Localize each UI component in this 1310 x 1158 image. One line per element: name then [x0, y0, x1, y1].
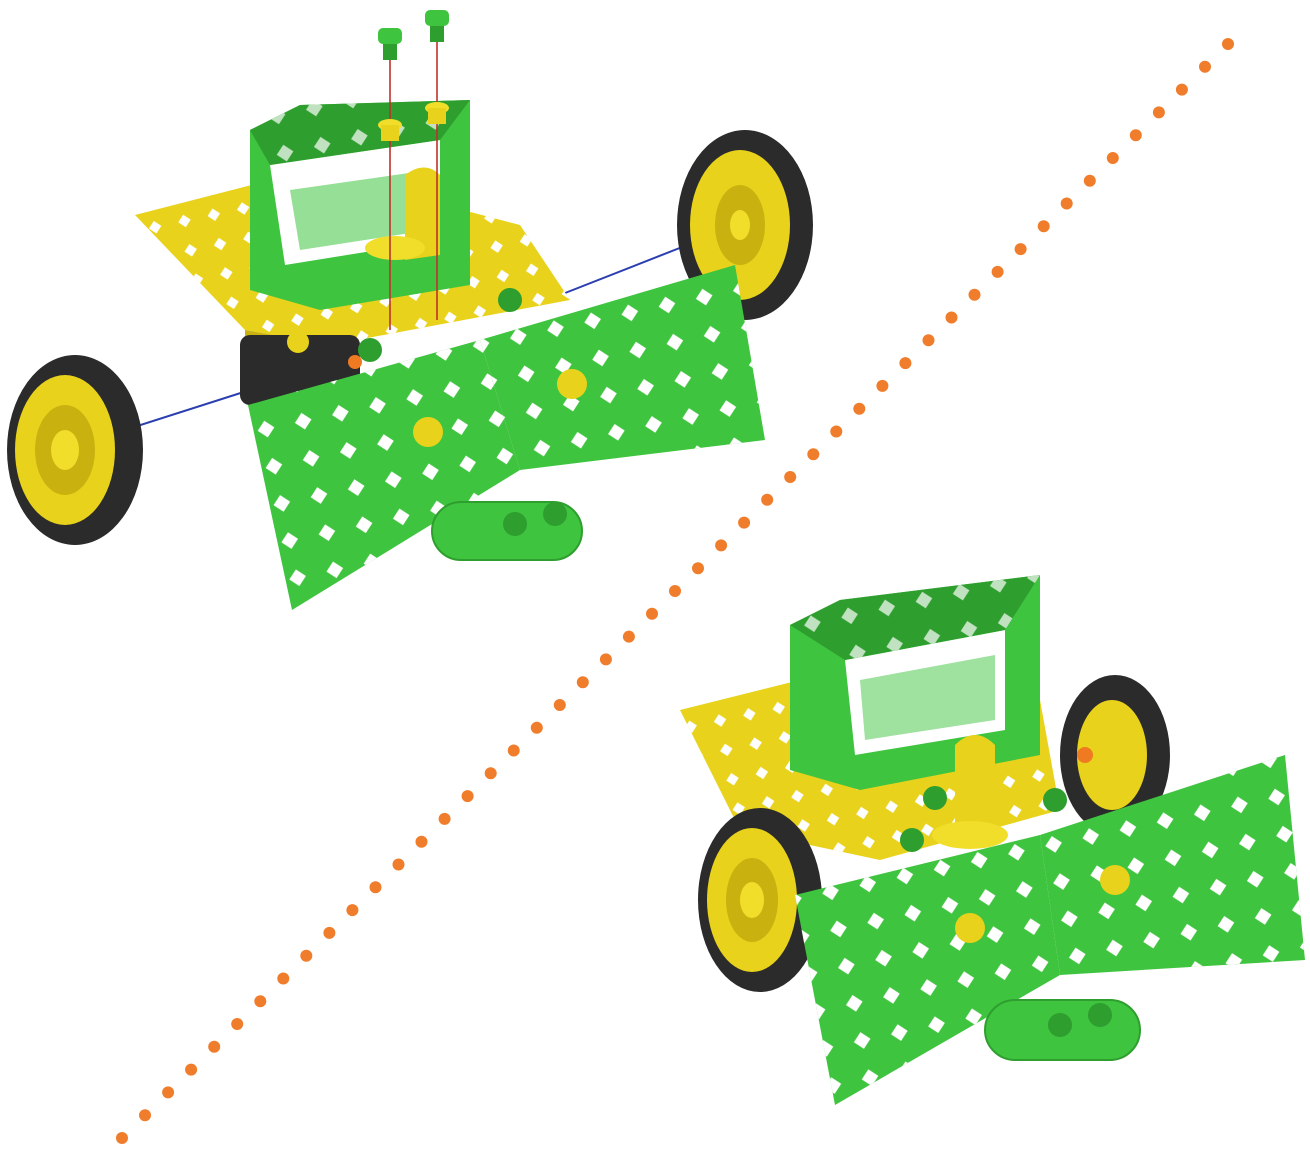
divider-dot [1038, 220, 1050, 232]
divider-dot [1061, 198, 1073, 210]
divider-dot [1199, 61, 1211, 73]
divider-dot [946, 312, 958, 324]
divider-dot [577, 676, 589, 688]
divider-dot [715, 539, 727, 551]
yellow-bolt [413, 417, 443, 447]
left-wheel [7, 355, 143, 545]
yellow-washer [425, 102, 449, 124]
divider-dot [208, 1041, 220, 1053]
divider-dot [1176, 84, 1188, 96]
green-stud [358, 338, 382, 362]
green-screw [378, 28, 402, 60]
hinge-pin [1088, 1003, 1112, 1027]
divider-dot [231, 1018, 243, 1030]
yellow-bolt [955, 913, 985, 943]
divider-dot [923, 334, 935, 346]
divider-dot [300, 950, 312, 962]
divider-dot [462, 790, 474, 802]
divider-dot [807, 448, 819, 460]
divider-dot [1222, 38, 1234, 50]
divider-dot [254, 995, 266, 1007]
divider-dot [692, 562, 704, 574]
divider-dot [277, 973, 289, 985]
completed-assembly-step [680, 575, 1305, 1105]
yellow-washer [378, 119, 402, 141]
divider-dot [761, 494, 773, 506]
divider-dot [992, 266, 1004, 278]
yellow-stud [287, 331, 309, 353]
axle-guide-line-left [125, 390, 250, 430]
divider-dot [1084, 175, 1096, 187]
green-stud [1043, 788, 1067, 812]
divider-dot [185, 1064, 197, 1076]
divider-dot [784, 471, 796, 483]
divider-dot [439, 813, 451, 825]
divider-dot [600, 653, 612, 665]
orange-pin [348, 355, 362, 369]
green-stud [923, 786, 947, 810]
divider-dot [623, 631, 635, 643]
divider-dot [738, 517, 750, 529]
divider-dot [508, 745, 520, 757]
divider-dot [116, 1132, 128, 1144]
green-stud [900, 828, 924, 852]
divider-dot [646, 608, 658, 620]
divider-dot [1015, 243, 1027, 255]
hinge-pin [503, 512, 527, 536]
green-stud [498, 288, 522, 312]
orange-pin [1077, 747, 1093, 763]
divider-dot [346, 904, 358, 916]
divider-dot [899, 357, 911, 369]
divider-dot [1153, 106, 1165, 118]
divider-dot [416, 836, 428, 848]
hinge-pin [543, 502, 567, 526]
divider-dot [531, 722, 543, 734]
divider-dot [1107, 152, 1119, 164]
divider-dot [393, 859, 405, 871]
divider-dot [139, 1109, 151, 1121]
divider-dot [876, 380, 888, 392]
divider-dot [485, 767, 497, 779]
divider-dot [162, 1086, 174, 1098]
yellow-bolt [557, 369, 587, 399]
divider-dot [1130, 129, 1142, 141]
green-screw [425, 10, 449, 42]
divider-dot [853, 403, 865, 415]
divider-dot [669, 585, 681, 597]
cab-frame [790, 575, 1040, 790]
divider-dot [969, 289, 981, 301]
divider-dot [370, 881, 382, 893]
yellow-bolt [1100, 865, 1130, 895]
divider-dot [554, 699, 566, 711]
hinge-pin [1048, 1013, 1072, 1037]
exploded-assembly-step [7, 10, 813, 610]
divider-dot [323, 927, 335, 939]
divider-dot [830, 426, 842, 438]
